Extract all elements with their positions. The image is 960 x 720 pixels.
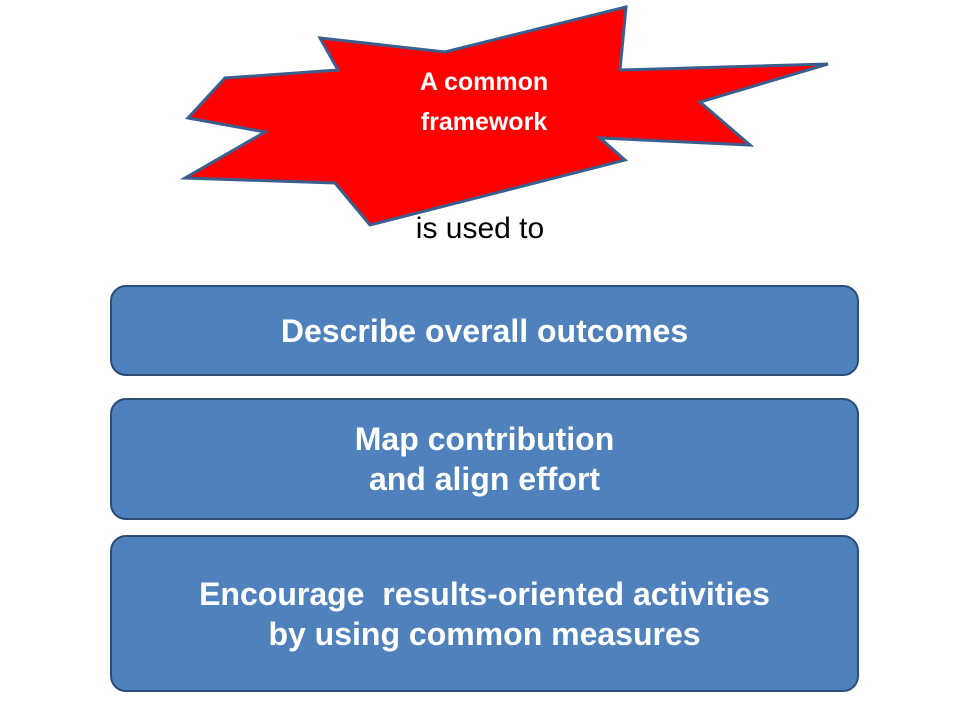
outcome-box-encourage: Encourage results-oriented activities by… bbox=[110, 535, 859, 692]
box-text-line: Describe overall outcomes bbox=[280, 312, 689, 349]
box-text-line: by using common measures bbox=[268, 615, 701, 652]
connector-text: is used to bbox=[415, 212, 545, 245]
burst-label: A common framework bbox=[384, 62, 584, 142]
outcome-box-describe: Describe overall outcomes bbox=[110, 285, 859, 376]
framework-burst: A common framework bbox=[0, 0, 960, 230]
box-text-line: Encourage results-oriented activities bbox=[199, 575, 770, 612]
box-text-line: and align effort bbox=[368, 461, 601, 497]
burst-label-line-1: A common bbox=[419, 68, 549, 96]
burst-label-line-2: framework bbox=[420, 108, 548, 136]
explosion-shape-icon bbox=[179, 5, 829, 227]
outcome-box-map-contribution: Map contribution and align effort bbox=[110, 398, 859, 520]
box-text-line: Map contribution bbox=[354, 421, 615, 457]
